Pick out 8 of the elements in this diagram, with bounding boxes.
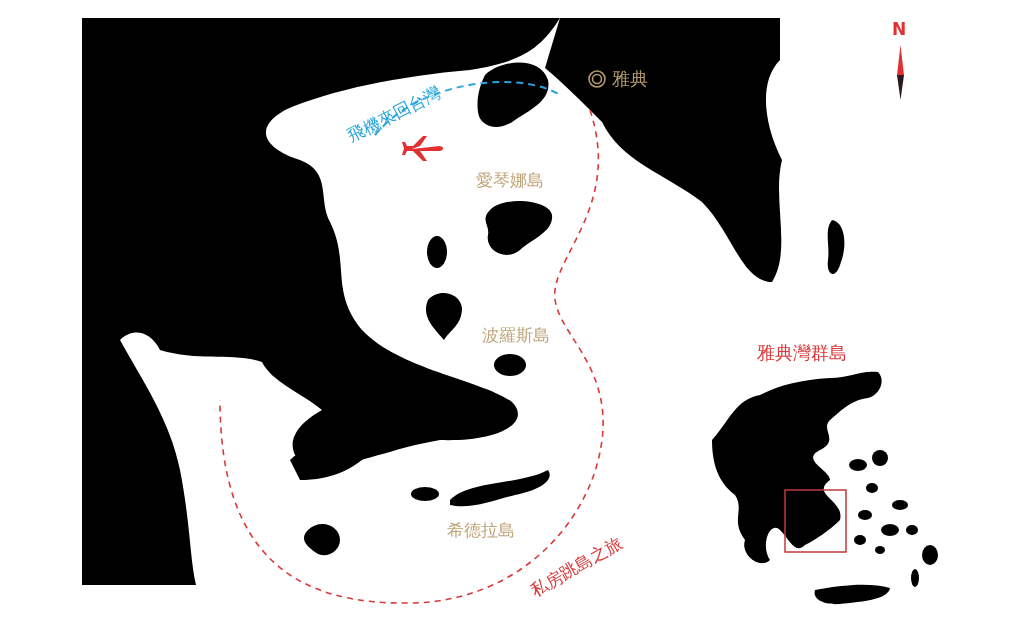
north-label: N (892, 21, 907, 38)
place-label: 波羅斯島 (482, 327, 550, 344)
place-label: 愛琴娜島 (476, 172, 544, 189)
place-label: 希德拉島 (447, 522, 515, 539)
route-label: 飛機來回台灣 (345, 83, 444, 146)
place-label: 雅典 (612, 70, 648, 88)
map-title: 雅典灣群島 (757, 344, 847, 362)
route-label: 私房跳島之旅 (528, 534, 625, 600)
